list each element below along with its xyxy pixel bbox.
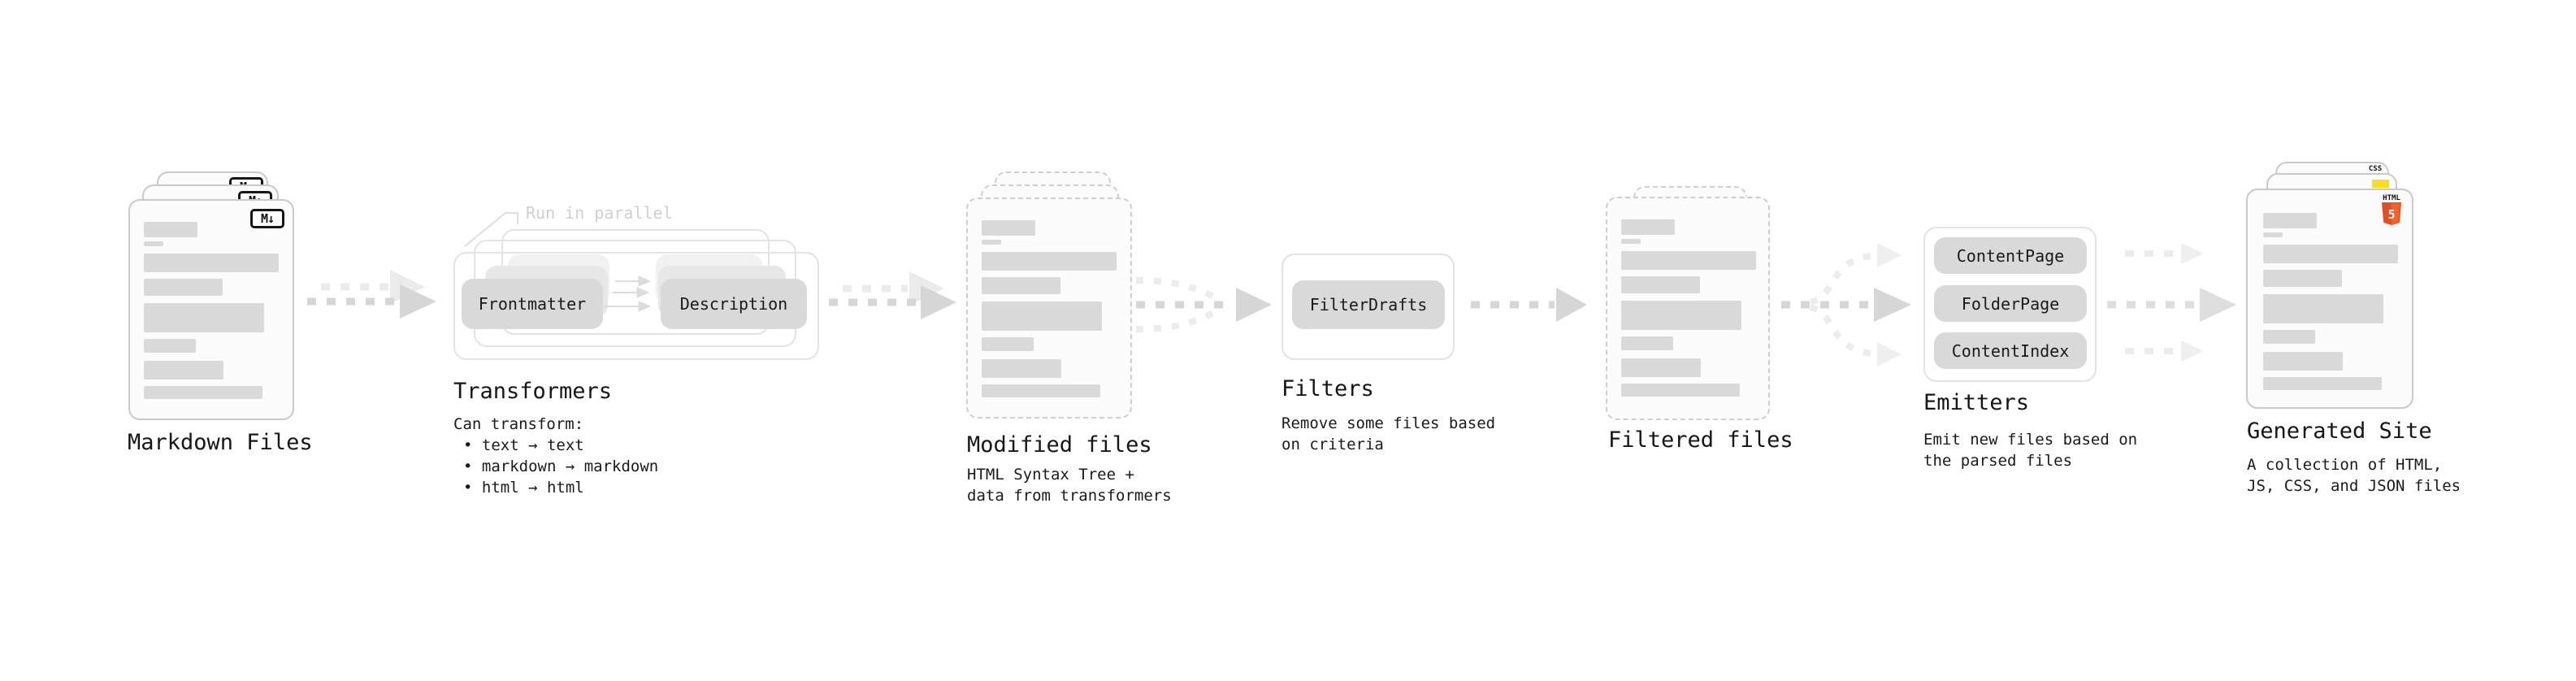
folderpage-box: FolderPage (1934, 285, 2087, 322)
emitters-label: Emitters (1923, 390, 2030, 415)
transformer-frame-front (453, 252, 819, 360)
generated-site-description: A collection of HTML, JS, CSS, and JSON … (2247, 456, 2461, 495)
arrow-filters-to-filtered (1471, 288, 1587, 322)
markdown-files-label: Markdown Files (128, 430, 313, 455)
svg-text:5: 5 (2387, 207, 2395, 222)
emitters-description: Emit new files based on the parsed files (1923, 431, 2138, 470)
filters-frame (1281, 254, 1455, 360)
arrow-markdown-to-transformers (307, 270, 436, 319)
document-placeholder-bars (982, 220, 1117, 397)
contentindex-box: ContentIndex (1934, 332, 2087, 369)
modified-file-card-front (966, 197, 1132, 419)
arrow-filtered-to-emitters (1781, 243, 1911, 367)
document-placeholder-bars (2263, 213, 2398, 390)
arrow-modified-to-filters (1135, 277, 1272, 332)
filters-label: Filters (1281, 376, 1374, 401)
markdown-icon: M↓ (250, 209, 284, 228)
filtered-file-card-front (1606, 197, 1770, 420)
description-box: Description (661, 279, 807, 329)
document-placeholder-bars (144, 222, 279, 399)
transformers-label: Transformers (453, 379, 613, 404)
modified-files-description: HTML Syntax Tree + data from transformer… (967, 466, 1172, 505)
site-card-html: HTML 5 (2246, 189, 2413, 409)
markdown-file-card-front: M↓ (128, 199, 294, 420)
transformers-description: Can transform: • text → text • markdown … (453, 415, 659, 497)
frontmatter-box: Frontmatter (462, 279, 603, 329)
document-placeholder-bars (1621, 219, 1756, 397)
modified-files-label: Modified files (967, 432, 1152, 458)
filters-description: Remove some files based on criteria (1281, 414, 1496, 453)
arrow-transformers-to-modified (829, 271, 956, 319)
filterdrafts-box: FilterDrafts (1292, 280, 1445, 329)
contentpage-box: ContentPage (1934, 237, 2087, 274)
run-in-parallel-note: Run in parallel (526, 203, 673, 223)
arrow-emitters-to-site (2107, 243, 2236, 362)
html5-icon: HTML 5 (2381, 194, 2402, 225)
javascript-file-icon (2372, 180, 2389, 188)
emitters-frame (1923, 227, 2097, 382)
generated-site-label: Generated Site (2247, 419, 2432, 444)
filtered-files-label: Filtered files (1608, 427, 1793, 453)
